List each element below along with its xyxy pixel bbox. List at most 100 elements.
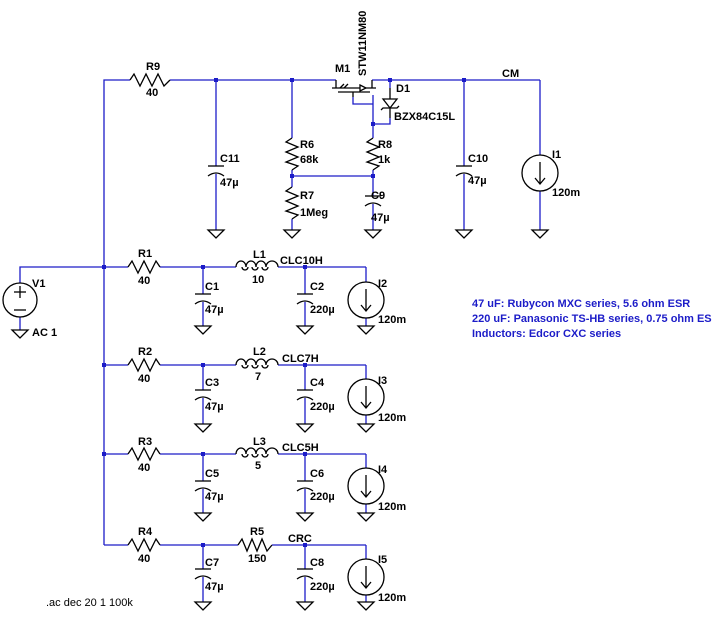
capacitor-c4[interactable] [296, 389, 314, 401]
c1-ref: C1 [205, 281, 219, 293]
r5-ref: R5 [250, 526, 264, 538]
net-label-cm: CM [502, 68, 519, 80]
c8-ref: C8 [310, 557, 324, 569]
capacitor-c5[interactable] [194, 480, 212, 492]
r1-value: 40 [138, 275, 150, 287]
c10-ref: C10 [468, 153, 488, 165]
i1-value: 120m [552, 187, 580, 199]
r2-ref: R2 [138, 346, 152, 358]
c3-value: 47µ [205, 401, 224, 413]
c7-ref: C7 [205, 557, 219, 569]
m1-value: STW11NM80 [357, 11, 369, 76]
c6-value: 220µ [310, 491, 335, 503]
ground-symbols [10, 229, 550, 611]
l2-value: 7 [255, 371, 261, 383]
resistor-r7[interactable] [284, 186, 300, 220]
r4-value: 40 [138, 553, 150, 565]
c5-value: 47µ [205, 491, 224, 503]
current-source-i5[interactable] [347, 558, 385, 596]
resistor-r3[interactable] [127, 446, 161, 462]
current-source-i3[interactable] [347, 378, 385, 416]
i3-value: 120m [378, 412, 406, 424]
resistor-r1[interactable] [127, 259, 161, 275]
c6-ref: C6 [310, 468, 324, 480]
i2-ref: I2 [378, 278, 387, 290]
c9-ref: C9 [371, 190, 385, 202]
capacitor-c1[interactable] [194, 293, 212, 305]
capacitor-c9[interactable] [364, 195, 382, 207]
r1-ref: R1 [138, 248, 152, 260]
current-source-i1[interactable] [521, 154, 559, 192]
c4-value: 220µ [310, 401, 335, 413]
note-line-1: 47 uF: Rubycon MXC series, 5.6 ohm ESR [472, 298, 690, 310]
l1-ref: L1 [253, 249, 266, 261]
resistor-r4[interactable] [127, 537, 161, 553]
v1-value: AC 1 [32, 327, 57, 339]
capacitor-c7[interactable] [194, 568, 212, 580]
r8-ref: R8 [378, 139, 392, 151]
l1-value: 10 [252, 274, 264, 286]
r9-ref: R9 [146, 61, 160, 73]
inductor-l1[interactable] [235, 260, 279, 271]
capacitor-c11[interactable] [207, 165, 225, 177]
resistor-r5[interactable] [237, 537, 273, 553]
net-label-clc5h: CLC5H [282, 442, 319, 454]
voltage-source-v1[interactable] [2, 282, 38, 318]
l3-ref: L3 [253, 436, 266, 448]
note-line-3: Inductors: Edcor CXC series [472, 328, 621, 340]
r2-value: 40 [138, 373, 150, 385]
c8-value: 220µ [310, 581, 335, 593]
resistor-r9[interactable] [129, 72, 171, 88]
c2-ref: C2 [310, 281, 324, 293]
i5-value: 120m [378, 592, 406, 604]
capacitor-c10[interactable] [455, 165, 473, 177]
r7-value: 1Meg [300, 207, 328, 219]
c10-value: 47µ [468, 175, 487, 187]
r9-value: 40 [146, 87, 158, 99]
resistor-r8[interactable] [365, 137, 381, 171]
junction-dots [102, 78, 466, 547]
l2-ref: L2 [253, 346, 266, 358]
mosfet-m1[interactable] [332, 80, 376, 97]
current-source-i2[interactable] [347, 281, 385, 319]
resistor-r2[interactable] [127, 357, 161, 373]
r6-value: 68k [300, 154, 319, 166]
r5-value: 150 [248, 553, 266, 565]
capacitor-c2[interactable] [296, 293, 314, 305]
capacitor-c6[interactable] [296, 480, 314, 492]
r6-ref: R6 [300, 139, 314, 151]
capacitor-c3[interactable] [194, 389, 212, 401]
i5-ref: I5 [378, 554, 387, 566]
r7-ref: R7 [300, 190, 314, 202]
i4-value: 120m [378, 501, 406, 513]
c11-value: 47µ [220, 177, 239, 189]
spice-directive: .ac dec 20 1 100k [46, 597, 133, 609]
c11-ref: C11 [220, 153, 240, 165]
i4-ref: I4 [378, 464, 388, 476]
i2-value: 120m [378, 314, 406, 326]
i1-ref: I1 [552, 149, 561, 161]
inductor-l3[interactable] [235, 447, 279, 458]
inductor-l2[interactable] [235, 358, 279, 369]
c7-value: 47µ [205, 581, 224, 593]
v1-ref: V1 [32, 278, 45, 290]
net-label-crc: CRC [288, 533, 312, 545]
c4-ref: C4 [310, 377, 325, 389]
wires [19, 79, 541, 602]
current-source-i4[interactable] [347, 467, 385, 505]
d1-value: BZX84C15L [394, 111, 455, 123]
capacitor-c8[interactable] [296, 568, 314, 580]
r4-ref: R4 [138, 526, 153, 538]
i3-ref: I3 [378, 375, 387, 387]
c5-ref: C5 [205, 468, 219, 480]
m1-ref: M1 [335, 63, 350, 75]
l3-value: 5 [255, 460, 261, 472]
c3-ref: C3 [205, 377, 219, 389]
c9-value: 47µ [371, 212, 390, 224]
resistor-r6[interactable] [284, 137, 300, 171]
note-line-2: 220 uF: Panasonic TS-HB series, 0.75 ohm… [472, 313, 712, 325]
r8-value: 1k [378, 154, 391, 166]
zener-diode-d1[interactable] [380, 88, 400, 118]
r3-value: 40 [138, 462, 150, 474]
